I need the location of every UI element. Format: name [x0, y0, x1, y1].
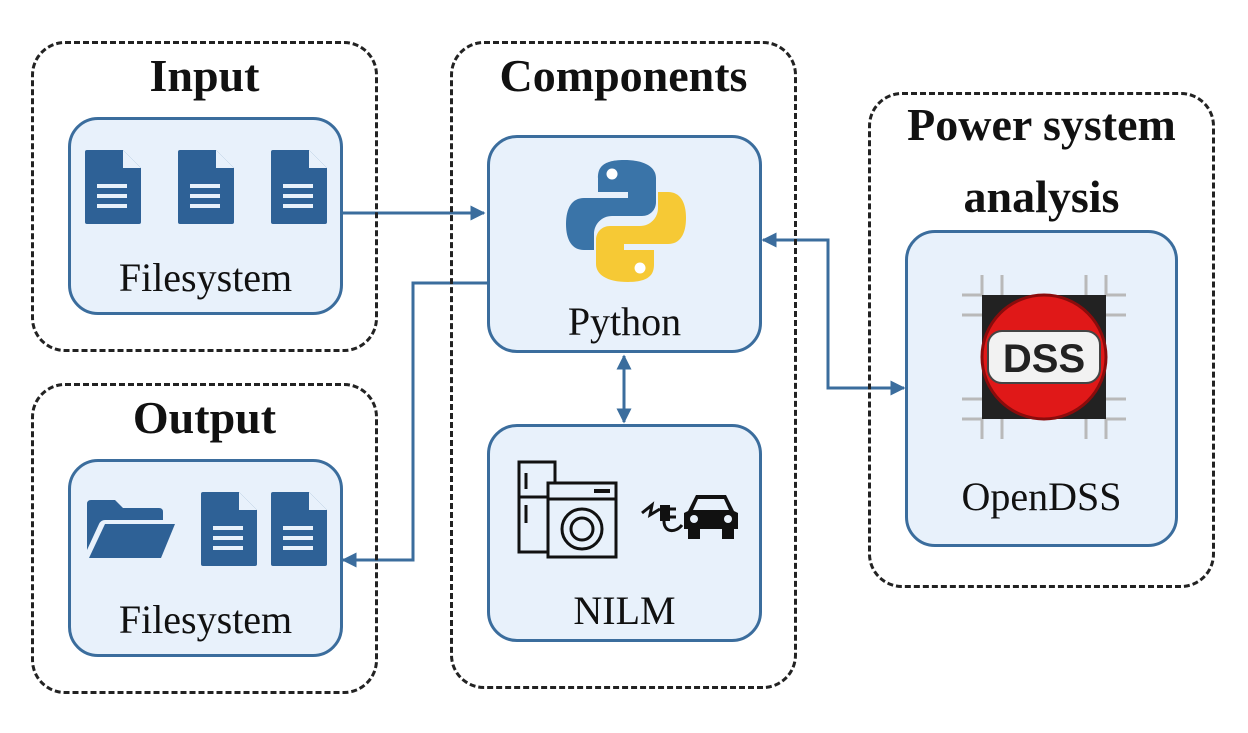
- nilm-node: NILM: [487, 424, 762, 642]
- python-label: Python: [567, 299, 682, 344]
- output-group: Output: [31, 383, 378, 694]
- power-system-title-line1: Power system: [907, 99, 1176, 150]
- power-system-group: Power system analysis: [868, 92, 1215, 588]
- opendss-chip-icon: DSS: [962, 275, 1126, 439]
- opendss-node: DSS OpenDSS: [905, 230, 1178, 547]
- appliances-icon: [517, 460, 618, 559]
- python-logo-icon: [566, 160, 686, 282]
- document-icon: [201, 492, 257, 566]
- folder-icon: [87, 500, 175, 558]
- opendss-label: OpenDSS: [961, 474, 1122, 519]
- output-filesystem-label: Filesystem: [118, 597, 293, 642]
- output-filesystem-node: Filesystem: [68, 459, 343, 657]
- input-group: Input: [31, 41, 378, 352]
- components-group: Components: [450, 41, 797, 689]
- nilm-label: NILM: [573, 588, 676, 633]
- input-group-title: Input: [149, 50, 260, 101]
- power-system-title-line2: analysis: [963, 171, 1120, 222]
- document-icon: [271, 492, 327, 566]
- components-group-title: Components: [499, 50, 748, 101]
- output-group-title: Output: [132, 392, 277, 443]
- document-icon: [85, 150, 141, 224]
- python-node: Python: [487, 135, 762, 353]
- input-filesystem-label: Filesystem: [118, 255, 293, 300]
- dss-badge-text: DSS: [1003, 337, 1085, 381]
- ev-charging-icon: [641, 495, 738, 539]
- input-filesystem-node: Filesystem: [68, 117, 343, 315]
- document-icon: [271, 150, 327, 224]
- document-icon: [178, 150, 234, 224]
